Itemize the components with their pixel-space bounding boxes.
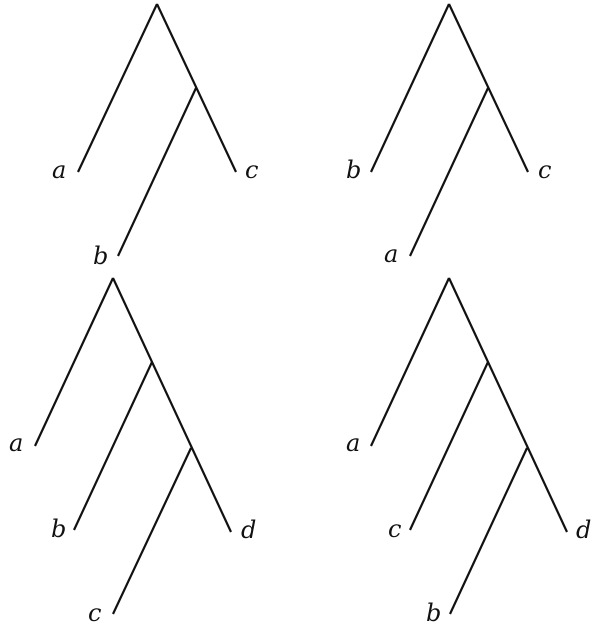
tree-3: a b c d bbox=[9, 277, 256, 627]
tree-3-leaf-c-label: c bbox=[88, 599, 101, 627]
tree-3-edge-root-to-a bbox=[34, 277, 114, 447]
tree-4-leaf-c-label: c bbox=[388, 515, 401, 543]
tree-4-leaf-b-label: b bbox=[426, 599, 441, 627]
tree-4-edge-node1-to-c bbox=[409, 361, 489, 531]
tree-4-leaf-a-label: a bbox=[346, 429, 360, 457]
tree-1-leaf-a-label: a bbox=[52, 156, 66, 184]
tree-4: a c b d bbox=[346, 277, 591, 627]
tree-2-leaf-a-label: a bbox=[384, 240, 398, 268]
tree-4-edge-node2-to-b bbox=[449, 447, 528, 615]
tree-3-edge-node2-to-c bbox=[112, 447, 192, 615]
tree-4-edge-root-to-a bbox=[370, 277, 450, 447]
tree-4-leaf-d-label: d bbox=[576, 516, 591, 544]
tree-3-leaf-d-label: d bbox=[241, 516, 256, 544]
tree-3-leaf-a-label: a bbox=[9, 429, 23, 457]
tree-2-leaf-b-label: b bbox=[346, 156, 361, 184]
tree-1-leaf-c-label: c bbox=[245, 156, 258, 184]
tree-1-edge-root-to-a bbox=[77, 3, 158, 173]
tree-1-edge-root-to-c bbox=[156, 3, 237, 173]
tree-2: b a c bbox=[346, 3, 551, 268]
tree-2-edge-root-to-c bbox=[448, 3, 529, 173]
tree-2-edge-root-to-b bbox=[370, 3, 450, 173]
tree-3-edge-node1-to-b bbox=[73, 361, 153, 531]
tree-1-edge-node-to-b bbox=[117, 87, 197, 257]
tree-1: a b c bbox=[52, 3, 258, 270]
tree-2-leaf-c-label: c bbox=[538, 156, 551, 184]
tree-2-edge-node-to-a bbox=[409, 87, 489, 257]
tree-1-leaf-b-label: b bbox=[93, 242, 108, 270]
tree-3-leaf-b-label: b bbox=[51, 515, 66, 543]
tree-4-edge-root-to-d bbox=[448, 277, 568, 533]
tree-3-edge-root-to-d bbox=[112, 277, 232, 533]
